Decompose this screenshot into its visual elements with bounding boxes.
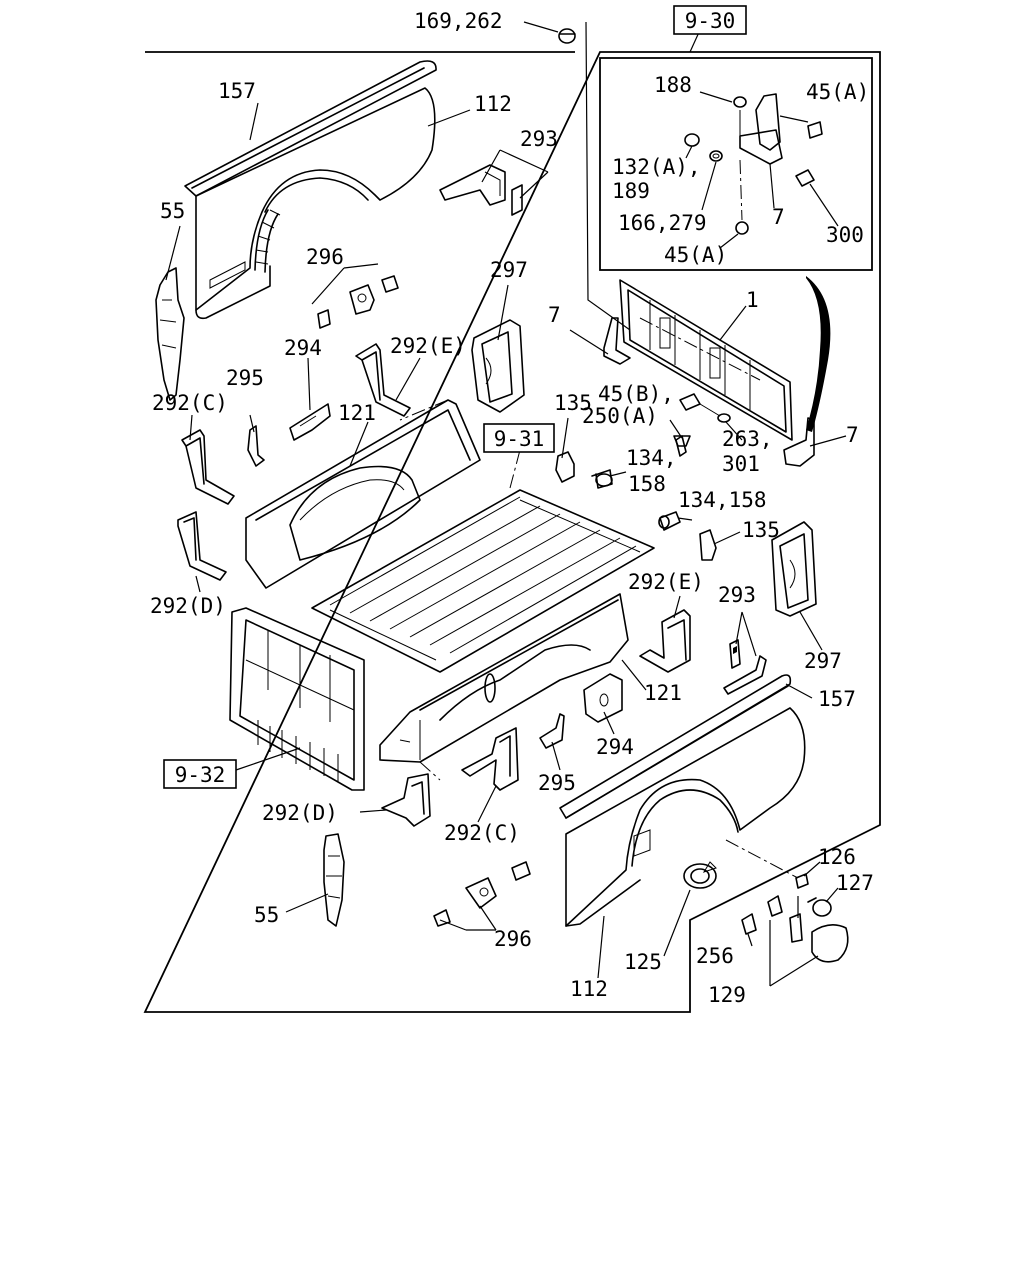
fuel-door-hardware [741, 873, 849, 963]
bracket-292e-top [355, 343, 411, 417]
pillar-55-lower [323, 833, 345, 927]
guide-lines [399, 317, 799, 879]
right-side-panel [559, 674, 806, 927]
label-292e-top: 292(E) [390, 334, 466, 358]
fuel-filler-125 [683, 861, 717, 889]
label-297-top: 297 [490, 258, 528, 282]
ref-box-9-32 [163, 759, 237, 789]
label-112-top: 112 [474, 92, 512, 116]
label-112-b: 112 [570, 977, 608, 1001]
label-45b: 45(B), [598, 382, 674, 406]
label-296-top: 296 [306, 245, 344, 269]
bolt-45b-250a [673, 393, 731, 457]
corner-post-297-right [771, 521, 817, 617]
label-135-b: 135 [742, 518, 780, 542]
label-129: 129 [708, 983, 746, 1007]
bracket-292c-lower [461, 727, 519, 791]
label-295-b: 295 [538, 771, 576, 795]
hinge-7-b [783, 417, 815, 467]
bracket-292c-top [181, 429, 235, 505]
label-55-b: 55 [254, 903, 279, 927]
label-296-b: 296 [494, 927, 532, 951]
bracket-294-top [289, 403, 331, 441]
label-135-top: 135 [554, 391, 592, 415]
clips-296-lower [433, 861, 531, 927]
label-294-top: 294 [284, 336, 322, 360]
ref-9-30: 9-30 [685, 9, 736, 33]
bracket-295-lower [539, 713, 565, 749]
bracket-292d-lower [381, 773, 431, 827]
inset-box-9-30 [599, 57, 873, 271]
label-134-a: 134, [626, 446, 677, 470]
label-127: 127 [836, 871, 874, 895]
label-121-b: 121 [644, 681, 682, 705]
label-295-top: 295 [226, 366, 264, 390]
label-134-158: 134,158 [678, 488, 767, 512]
label-301: 301 [722, 452, 760, 476]
label-293-top: 293 [520, 127, 558, 151]
pillar-55-top [155, 267, 185, 401]
label-inset-7: 7 [772, 205, 785, 229]
label-169-262: 169,262 [414, 9, 503, 33]
label-292e-b: 292(E) [628, 570, 704, 594]
label-157-top: 157 [218, 79, 256, 103]
label-157-b: 157 [818, 687, 856, 711]
label-121-top: 121 [338, 401, 376, 425]
label-292d-top: 292(D) [150, 594, 226, 618]
bracket-294-lower [583, 673, 623, 723]
label-263: 263, [722, 427, 773, 451]
bracket-292d-top [177, 511, 227, 581]
label-292d-b: 292(D) [262, 801, 338, 825]
bolt-134-158-upper [591, 469, 613, 489]
label-126: 126 [818, 845, 856, 869]
label-158-a: 158 [628, 472, 666, 496]
bracket-295-top [247, 425, 265, 467]
ref-box-9-31 [483, 423, 555, 453]
label-inset-132a: 132(A), [612, 155, 701, 179]
label-125: 125 [624, 950, 662, 974]
label-inset-189: 189 [612, 179, 650, 203]
label-292c-b: 292(C) [444, 821, 520, 845]
cap-169-262 [523, 21, 631, 331]
bracket-292e-lower [639, 609, 691, 673]
left-side-panel [184, 60, 437, 320]
part-labels: 169,262 157 112 293 55 296 297 294 292(E… [150, 9, 874, 1007]
ref-9-32: 9-32 [175, 763, 226, 787]
label-7-a: 7 [548, 303, 561, 327]
bed-floor [311, 489, 655, 673]
label-inset-300: 300 [826, 223, 864, 247]
label-294-b: 294 [596, 735, 634, 759]
clip-135-upper [555, 451, 575, 483]
label-inset-45a-top: 45(A) [806, 80, 869, 104]
corner-post-297-top [471, 319, 525, 413]
label-inset-166-279: 166,279 [618, 211, 707, 235]
label-inset-188: 188 [654, 73, 692, 97]
bolt-134-158-lower [658, 511, 681, 531]
label-250a: 250(A) [582, 404, 658, 428]
tailgate-9-32 [229, 607, 365, 791]
label-55-top: 55 [160, 199, 185, 223]
bracket-293-lower [723, 639, 767, 695]
label-256: 256 [696, 944, 734, 968]
leader-lines [165, 91, 847, 987]
ref-9-31: 9-31 [494, 427, 545, 451]
bracket-293-top [439, 164, 523, 216]
label-1: 1 [746, 288, 759, 312]
clip-135-lower [699, 529, 717, 561]
label-292c-top: 292(C) [152, 391, 228, 415]
label-inset-45a-bot: 45(A) [664, 243, 727, 267]
tailgate-1 [619, 276, 831, 441]
inset-hardware [684, 93, 823, 235]
label-7-b: 7 [846, 423, 859, 447]
hinge-7-a [603, 317, 631, 365]
clips-296-top [317, 275, 399, 329]
side-wall-121-bottom [379, 593, 629, 763]
label-297-b: 297 [804, 649, 842, 673]
diagram-frame [143, 51, 881, 1013]
label-293-b: 293 [718, 583, 756, 607]
ref-box-9-30 [673, 5, 747, 35]
